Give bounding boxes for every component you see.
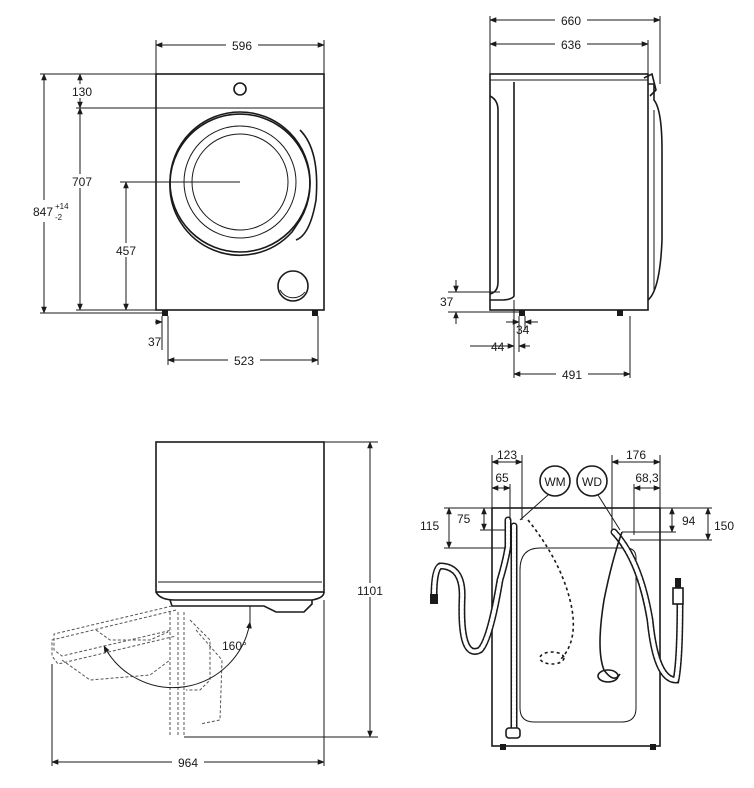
dim-rear-left-height: 115 xyxy=(420,519,439,533)
rear-panel xyxy=(519,547,637,723)
front-cabinet xyxy=(155,73,325,311)
label-wd: WD xyxy=(582,475,602,489)
side-foot-front xyxy=(519,310,525,316)
side-cabinet xyxy=(489,73,649,311)
dim-front-door-center: 457 xyxy=(116,244,136,258)
top-cabinet xyxy=(155,441,325,593)
dim-side-body-depth: 636 xyxy=(561,38,581,52)
front-view: 596 130 707 847 +14 -2 457 37 xyxy=(30,38,325,368)
drain-hose-dotted xyxy=(527,519,575,661)
dim-front-tol-plus: +14 xyxy=(55,202,69,211)
dim-rear-left-inner: 65 xyxy=(495,471,509,485)
filter-cover xyxy=(277,270,309,302)
dim-front-foot: 37 xyxy=(148,335,162,349)
front-foot-right xyxy=(312,310,318,316)
side-door-bulge xyxy=(647,83,663,301)
dim-side-feet-depth: 491 xyxy=(562,368,582,382)
side-view: 660 636 37 34 44 491 xyxy=(440,13,663,382)
side-foot-rear xyxy=(617,310,623,316)
dim-front-top: 130 xyxy=(72,85,92,99)
dim-door-height: 1101 xyxy=(357,584,383,598)
dim-door-clearance: 964 xyxy=(178,756,198,770)
dim-side-foot-offset: 34 xyxy=(516,323,530,337)
rear-view: WM WD 123 65 176 68,3 115 75 xyxy=(420,448,734,750)
dim-side-rear-offset: 44 xyxy=(491,340,505,354)
door-open-outline xyxy=(51,609,177,665)
door-angle-arc xyxy=(103,621,252,689)
dim-side-total-depth: 660 xyxy=(561,14,581,28)
dim-rear-right-inner: 68,3 xyxy=(635,471,659,485)
dim-front-tol-minus: -2 xyxy=(55,213,63,222)
wm-callout xyxy=(539,465,571,497)
door-closed-outline xyxy=(169,599,313,613)
wd-callout xyxy=(576,465,608,497)
dim-front-total-height: 847 xyxy=(33,205,53,219)
dim-rear-right-height: 150 xyxy=(714,519,734,533)
dim-front-width: 596 xyxy=(232,39,252,53)
dim-rear-left-offset: 123 xyxy=(497,448,517,462)
label-wm: WM xyxy=(544,475,565,489)
dim-rear-right-inner-height: 94 xyxy=(682,514,696,528)
drain-hose-right xyxy=(599,531,623,679)
front-foot-left xyxy=(162,310,168,316)
door-open-view: 160° 1101 964 xyxy=(51,441,388,770)
dim-rear-left-inner-height: 75 xyxy=(457,512,471,526)
dim-rear-right-offset: 176 xyxy=(626,448,646,462)
dim-front-feet-spacing: 523 xyxy=(234,354,254,368)
dim-door-angle: 160° xyxy=(222,639,247,653)
dim-side-foot-height: 37 xyxy=(440,295,454,309)
dim-front-door-height: 707 xyxy=(72,175,92,189)
program-knob xyxy=(233,82,247,96)
